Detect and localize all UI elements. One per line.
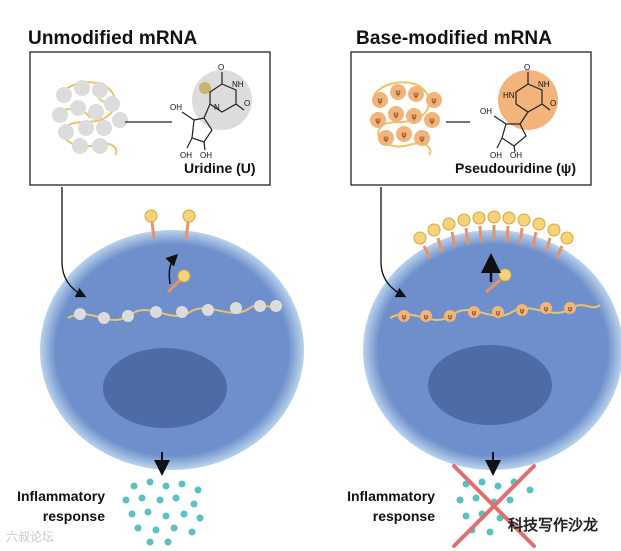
unmodified-mrna-title: Unmodified mRNA <box>28 28 198 49</box>
svg-text:ψ: ψ <box>401 130 406 139</box>
svg-text:ψ: ψ <box>429 116 434 125</box>
uridine-N: N <box>214 103 220 112</box>
svg-text:ψ: ψ <box>424 313 429 321</box>
svg-text:ψ: ψ <box>393 110 398 119</box>
svg-text:ψ: ψ <box>402 313 407 321</box>
svg-text:ψ: ψ <box>413 90 418 99</box>
inflammatory-response-right: Inflammatory response <box>347 488 435 524</box>
svg-text:ψ: ψ <box>496 309 501 317</box>
left-nucleus <box>103 348 227 428</box>
svg-text:ψ: ψ <box>419 134 424 143</box>
left-up-arrow <box>165 253 179 285</box>
right-cell-mrna <box>389 302 601 322</box>
svg-text:ψ: ψ <box>544 305 549 313</box>
svg-text:ψ: ψ <box>377 96 382 105</box>
pseudouridine-structure <box>493 70 558 153</box>
pseudo-O-top: O <box>524 63 530 72</box>
base-modified-mrna-title: Base-modified mRNA <box>356 28 553 49</box>
svg-text:ψ: ψ <box>431 96 436 105</box>
svg-text:ψ: ψ <box>448 313 453 321</box>
uridine-label: Uridine (U) <box>184 160 256 176</box>
right-nucleus <box>428 345 552 425</box>
pseudo-HN: HN <box>503 91 515 100</box>
left-entry-arrow <box>61 187 87 298</box>
uridine-O-top: O <box>218 63 224 72</box>
right-receptors <box>422 225 564 259</box>
svg-text:ψ: ψ <box>568 305 573 313</box>
left-cell-mrna <box>67 300 283 324</box>
pseudo-OH-b2: OH <box>510 151 522 160</box>
uridine-O-right: O <box>244 99 250 108</box>
svg-text:ψ: ψ <box>411 112 416 121</box>
right-coil-psi-labels: ψ ψ ψ ψ ψ ψ ψ ψ ψ ψ ψ <box>375 88 436 143</box>
svg-text:ψ: ψ <box>375 116 380 125</box>
right-internal-receptor <box>485 268 512 294</box>
left-internal-receptor <box>166 269 191 294</box>
pseudo-OH-left: OH <box>480 107 492 116</box>
right-receptor-heads <box>413 210 574 245</box>
left-receptors <box>144 209 196 241</box>
right-entry-arrow <box>380 187 407 298</box>
left-cell <box>40 230 304 470</box>
uridine-structure <box>181 70 252 151</box>
pseudo-OH-b1: OH <box>490 151 502 160</box>
pseudo-O-right: O <box>550 99 556 108</box>
left-cytokines <box>122 478 204 546</box>
uridine-OH-b2: OH <box>200 151 212 160</box>
svg-text:ψ: ψ <box>383 134 388 143</box>
watermark-left: 六叔论坛 <box>6 530 55 544</box>
right-cell <box>363 230 621 470</box>
right-cell-psi-labels: ψ ψ ψ ψ ψ ψ ψ ψ <box>402 305 573 321</box>
watermark-right: 科技写作沙龙 <box>508 516 599 534</box>
svg-text:ψ: ψ <box>520 307 525 315</box>
cross-mark <box>452 464 536 548</box>
svg-text:ψ: ψ <box>472 309 477 317</box>
uridine-OH-left: OH <box>170 103 182 112</box>
inflammatory-response-left: Inflammatory response <box>17 488 105 524</box>
uridine-NH: NH <box>232 80 244 89</box>
left-mrna-coil <box>52 80 128 156</box>
uridine-OH-b1: OH <box>180 151 192 160</box>
pseudo-NH: NH <box>538 80 550 89</box>
right-mrna-coil <box>370 81 442 156</box>
pseudouridine-label: Pseudouridine (ψ) <box>455 160 576 176</box>
svg-text:ψ: ψ <box>395 88 400 97</box>
